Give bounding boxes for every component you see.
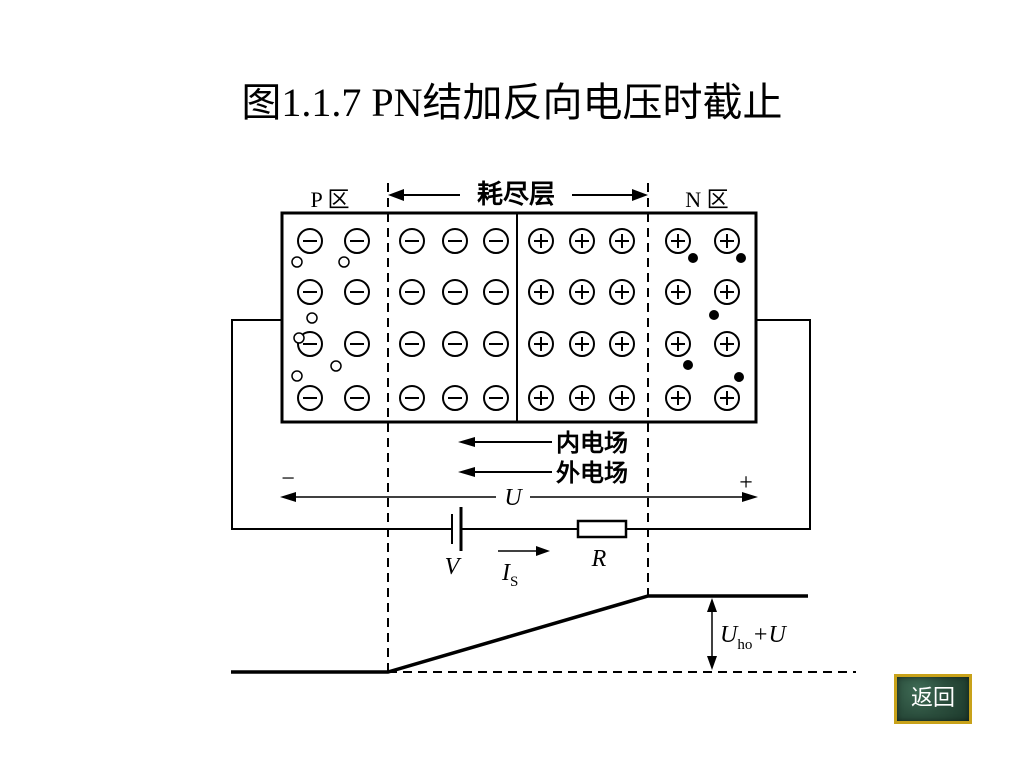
ion-grid <box>297 228 740 411</box>
negative-ion <box>344 385 370 411</box>
inner-field-arrow-head <box>458 437 475 447</box>
negative-ion <box>483 279 509 305</box>
depletion-boundaries <box>387 183 856 673</box>
positive-ion <box>528 331 554 357</box>
minus-terminal: − <box>281 466 295 492</box>
hole-carrier <box>293 332 305 344</box>
resistor <box>576 519 628 539</box>
negative-ion <box>483 385 509 411</box>
positive-ion <box>714 331 740 357</box>
electron-carrier <box>688 253 698 263</box>
n-region-label: N 区 <box>685 187 728 212</box>
battery <box>451 507 463 551</box>
negative-ion <box>399 228 425 254</box>
battery-label: V <box>445 554 462 580</box>
current-label: IS <box>501 560 518 590</box>
negative-ion <box>344 331 370 357</box>
negative-ion <box>297 279 323 305</box>
positive-ion <box>569 228 595 254</box>
barrier-symbol: U <box>720 622 739 648</box>
positive-ion <box>609 385 635 411</box>
negative-ion <box>442 385 468 411</box>
hole-carrier <box>338 256 350 268</box>
depletion-layer-label: 耗尽层 <box>477 180 555 209</box>
electron-carrier <box>736 253 746 263</box>
p-region-label: P 区 <box>311 187 350 212</box>
positive-ion <box>569 331 595 357</box>
back-button[interactable]: 返回 <box>894 674 972 724</box>
inner-field-label: 内电场 <box>556 430 628 457</box>
depletion-arrow-right-head <box>632 189 648 201</box>
positive-ion <box>609 279 635 305</box>
barrier-subscript: ho <box>737 637 752 653</box>
barrier-arrow-bottom-head <box>707 656 717 670</box>
voltage-label: U <box>504 485 523 511</box>
electrons-group <box>683 253 746 382</box>
outer-field-arrow-head <box>458 467 475 477</box>
depletion-arrow-left-head <box>388 189 404 201</box>
negative-ion <box>442 228 468 254</box>
barrier-height-label: Uho+U <box>720 622 788 653</box>
negative-ion <box>442 279 468 305</box>
holes-group <box>291 256 350 382</box>
current-arrow-head <box>536 546 550 556</box>
positive-ion <box>665 331 691 357</box>
hole-carrier <box>330 360 342 372</box>
positive-ion <box>528 279 554 305</box>
positive-ion <box>665 385 691 411</box>
hole-carrier <box>291 370 303 382</box>
positive-ion <box>714 279 740 305</box>
semiconductor-crystal <box>280 211 758 424</box>
negative-ion <box>483 331 509 357</box>
slide-title: 图1.1.7 PN结加反向电压时截止 <box>241 80 783 125</box>
negative-ion <box>483 228 509 254</box>
electron-carrier <box>683 360 693 370</box>
negative-ion <box>399 385 425 411</box>
positive-ion <box>569 385 595 411</box>
barrier-arrow-top-head <box>707 598 717 612</box>
negative-ion <box>344 279 370 305</box>
current-subscript: S <box>510 574 518 590</box>
current-symbol: I <box>501 560 511 586</box>
electron-carrier <box>734 372 744 382</box>
resistor-label: R <box>591 546 607 572</box>
negative-ion <box>399 331 425 357</box>
positive-ion <box>528 385 554 411</box>
external-circuit <box>231 319 811 530</box>
barrier-suffix: +U <box>752 622 787 648</box>
hole-carrier <box>306 312 318 324</box>
negative-ion <box>297 385 323 411</box>
outer-field-label: 外电场 <box>556 459 628 487</box>
negative-ion <box>344 228 370 254</box>
positive-ion <box>528 228 554 254</box>
negative-ion <box>442 331 468 357</box>
plus-terminal: + <box>739 470 753 496</box>
positive-ion <box>714 385 740 411</box>
electron-carrier <box>709 310 719 320</box>
negative-ion <box>399 279 425 305</box>
voltage-arrow-right-head <box>742 492 758 502</box>
positive-ion <box>665 279 691 305</box>
potential-profile <box>231 594 808 674</box>
voltage-arrow-left-head <box>280 492 296 502</box>
positive-ion <box>665 228 691 254</box>
positive-ion <box>609 228 635 254</box>
positive-ion <box>609 331 635 357</box>
negative-ion <box>297 228 323 254</box>
hole-carrier <box>291 256 303 268</box>
positive-ion <box>714 228 740 254</box>
positive-ion <box>569 279 595 305</box>
